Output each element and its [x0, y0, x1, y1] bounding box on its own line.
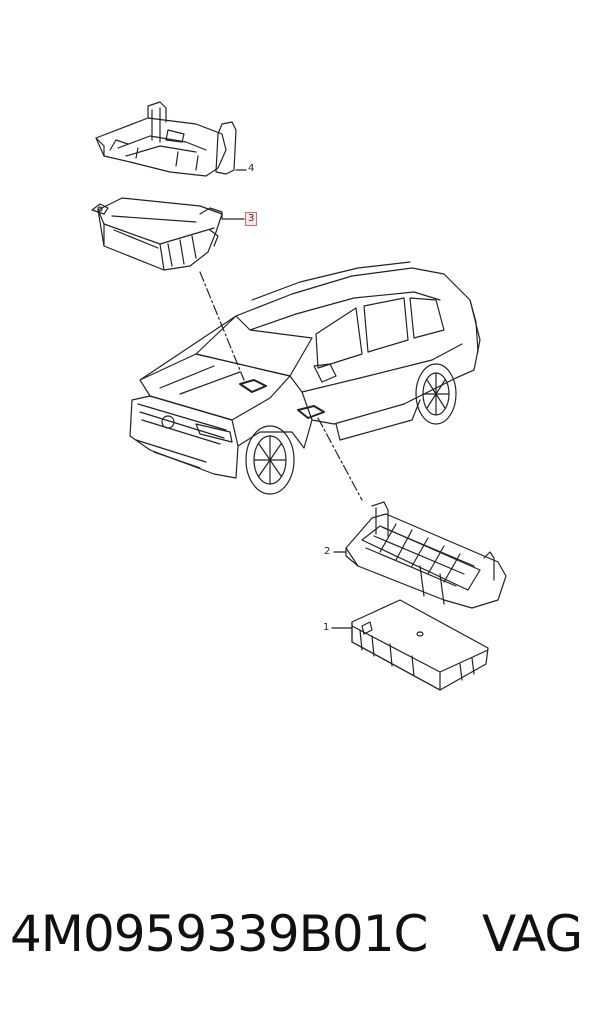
control-module: [91, 197, 223, 271]
brand-label: VAG: [482, 905, 583, 963]
honeycomb-bracket: [345, 501, 507, 609]
callout-2: 2: [324, 546, 331, 557]
callout-3: 3: [245, 212, 258, 226]
bracket-position-leader: [317, 417, 363, 501]
part-number: 4M0959339B01C: [10, 905, 428, 963]
mounting-bracket: [95, 101, 237, 177]
callout-1: 1: [323, 622, 330, 633]
electronic-control-unit: [351, 599, 489, 691]
vehicle-illustration: [129, 261, 481, 495]
callout-4: 4: [248, 163, 255, 174]
